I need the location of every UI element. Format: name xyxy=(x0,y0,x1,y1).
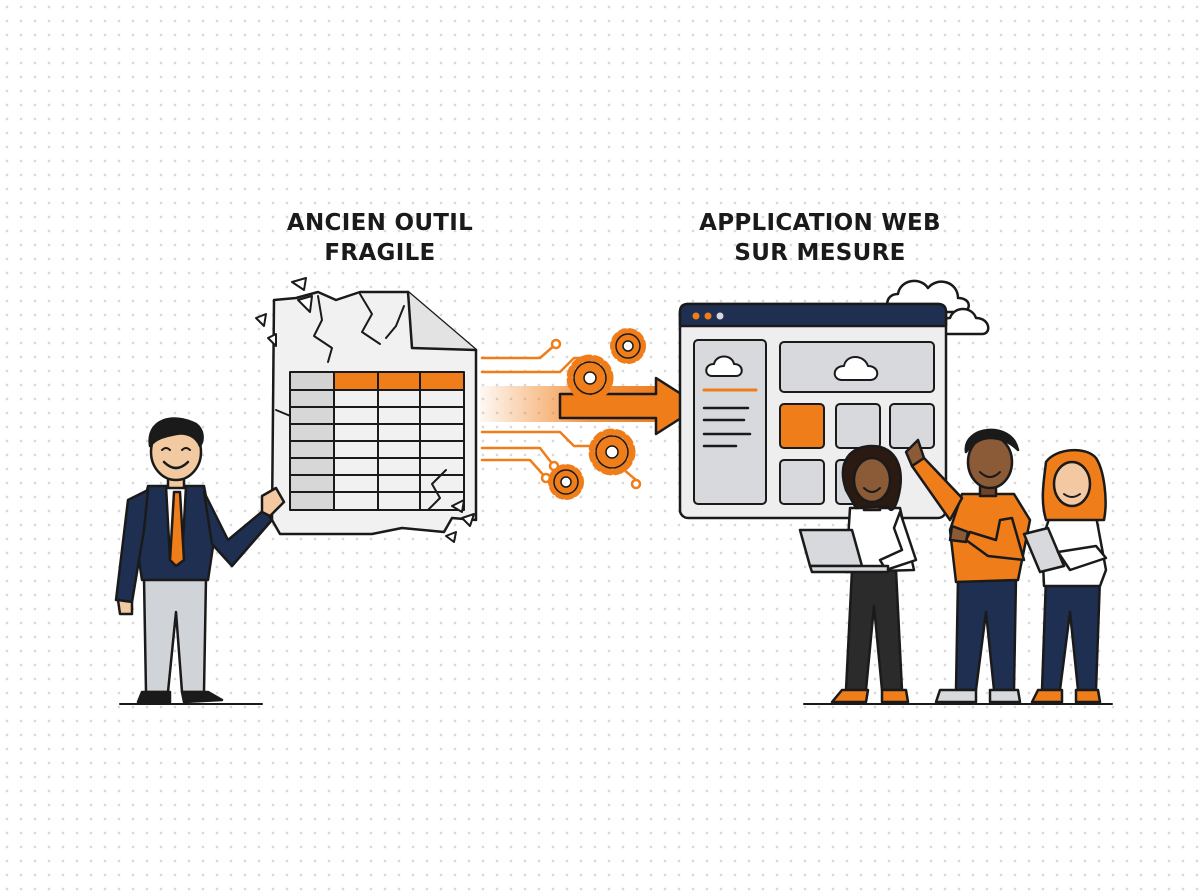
old-tool-heading: ANCIEN OUTIL FRAGILE xyxy=(250,208,510,268)
old-tool-heading-line2: FRAGILE xyxy=(324,240,436,266)
transformation-flow xyxy=(480,328,702,500)
spreadsheet-header-row xyxy=(334,372,464,390)
laptop-icon xyxy=(798,528,864,568)
cloud-icon xyxy=(833,356,879,381)
cloud-icon xyxy=(705,355,743,377)
businessman-figure xyxy=(114,417,286,704)
app-sidebar-panel xyxy=(693,339,767,505)
new-tool-heading-line2: SUR MESURE xyxy=(734,240,906,266)
old-tool-heading-line1: ANCIEN OUTIL xyxy=(286,210,474,236)
gear-icon xyxy=(588,428,636,476)
woman-with-laptop-figure xyxy=(798,444,918,704)
tablet-icon xyxy=(1022,526,1066,574)
gear-icon xyxy=(610,328,646,364)
spreadsheet-grid xyxy=(289,371,465,511)
man-orange-sweater-figure xyxy=(904,428,1032,704)
new-tool-heading-line1: APPLICATION WEB xyxy=(699,210,941,236)
broken-spreadsheet-icon xyxy=(255,277,478,543)
gear-icon xyxy=(548,464,584,500)
gear-icon xyxy=(566,354,614,402)
new-tool-heading: APPLICATION WEB SUR MESURE xyxy=(660,208,980,268)
woman-with-tablet-figure xyxy=(1022,449,1108,704)
arrow-right-icon xyxy=(558,376,702,436)
spreadsheet-shards xyxy=(255,277,475,543)
